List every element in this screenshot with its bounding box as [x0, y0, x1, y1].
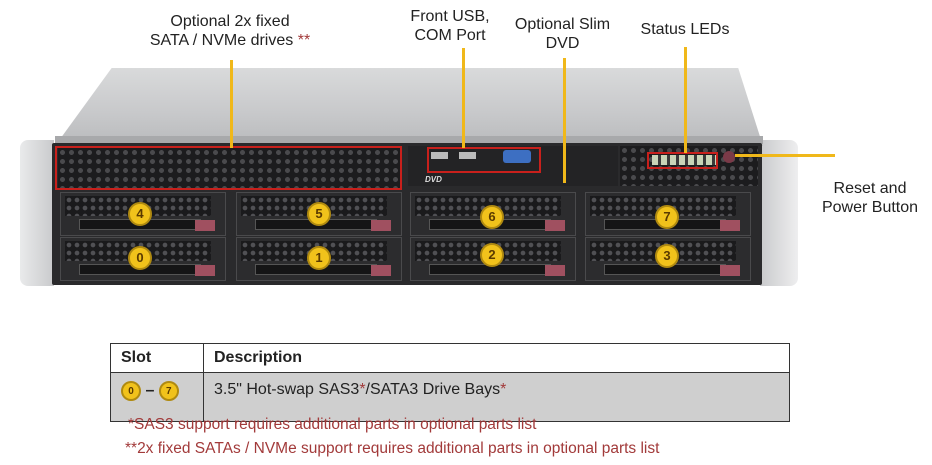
slot-badge: 1: [307, 246, 331, 270]
slot-badge: 6: [480, 205, 504, 229]
com-port: [503, 150, 531, 163]
callout-text: DVD: [545, 35, 580, 52]
callout-line: [563, 58, 566, 183]
callout-reset-power: Reset and Power Button: [810, 179, 930, 217]
slot-badge: 7: [655, 205, 679, 229]
description-text: /SATA3 Drive Bays: [365, 381, 501, 398]
callout-line: [684, 47, 687, 153]
footnote-mark: *: [500, 381, 507, 398]
status-leds-highlight: [647, 152, 718, 169]
table-row: 0 – 7 3.5" Hot-swap SAS3*/SATA3 Drive Ba…: [110, 372, 790, 422]
slot-badge: 7: [158, 381, 179, 401]
slot-badge: 4: [128, 202, 152, 226]
callout-text: Optional 2x fixed: [170, 13, 290, 30]
usb-port: [431, 152, 448, 159]
fixed-drives-highlight: [55, 146, 402, 190]
callout-text: Power Button: [821, 199, 919, 216]
fixed-drive-grille: [58, 148, 400, 188]
footnote-fixed-drives: **2x fixed SATAs / NVMe support requires…: [125, 440, 660, 457]
callout-line: [230, 60, 233, 148]
column-header-description: Description: [203, 343, 790, 373]
description-text: 3.5" Hot-swap SAS3: [214, 381, 360, 398]
slot-badge: 0: [121, 381, 141, 401]
callout-text: COM Port: [414, 27, 486, 44]
callout-status-leds: Status LEDs: [625, 20, 745, 39]
slot-badge: 0: [128, 246, 152, 270]
callout-text: Front USB,: [410, 8, 490, 25]
callout-slim-dvd: Optional Slim DVD: [500, 15, 625, 53]
status-leds: [652, 155, 716, 165]
slot-cell: 0 – 7: [110, 372, 204, 422]
footnote-sas3: *SAS3 support requires additional parts …: [128, 416, 537, 433]
slot-badge: 2: [480, 243, 504, 267]
description-cell: 3.5" Hot-swap SAS3*/SATA3 Drive Bays*: [203, 372, 790, 422]
callout-text: Status LEDs: [640, 21, 730, 38]
footnote-mark: **: [297, 32, 311, 49]
callout-text: SATA / NVMe drives: [149, 32, 294, 49]
callout-line: [462, 48, 465, 148]
chassis-top: [55, 68, 763, 146]
usb-port: [459, 152, 476, 159]
range-dash: –: [145, 382, 155, 400]
slot-badge: 3: [655, 244, 679, 268]
callout-fixed-drives: Optional 2x fixed SATA / NVMe drives **: [120, 12, 340, 50]
rack-ear-left: [20, 140, 54, 286]
slot-badge: 5: [307, 202, 331, 226]
dvd-logo: DVD: [425, 175, 442, 184]
callout-front-usb: Front USB, COM Port: [395, 7, 505, 45]
chassis-top-edge: [55, 136, 763, 144]
callout-text: Reset and: [833, 180, 907, 197]
footnote-mark: *: [359, 381, 366, 398]
column-header-slot: Slot: [110, 343, 204, 373]
callout-line: [735, 154, 835, 157]
rack-ear-right: [760, 140, 798, 286]
slot-table: Slot Description 0 – 7 3.5" Hot-swap SAS…: [110, 343, 790, 422]
power-button[interactable]: [723, 151, 735, 163]
callout-text: Optional Slim: [514, 16, 611, 33]
usb-com-highlight: [427, 147, 541, 173]
